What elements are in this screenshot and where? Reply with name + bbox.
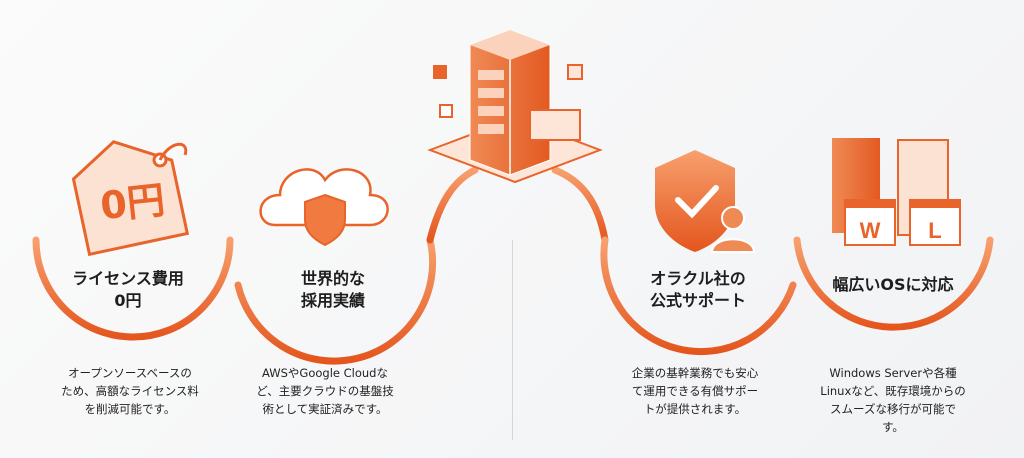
feature-desc-adoption: AWSやGoogle Cloudな ど、主要クラウドの基盤技 術として実証済みで… bbox=[230, 364, 420, 418]
title-line: 公式サポート bbox=[649, 291, 746, 310]
desc-line: Windows Serverや各種 bbox=[829, 366, 957, 380]
feature-desc-os: Windows Serverや各種 Linuxなど、既存環境からの スムーズな移… bbox=[798, 364, 988, 436]
desc-line: Linuxなど、既存環境からの bbox=[820, 384, 966, 398]
price-tag-icon bbox=[71, 140, 190, 257]
central-server-icon bbox=[427, 29, 603, 184]
desc-line: ど、主要クラウドの基盤技 bbox=[256, 384, 394, 398]
desc-line: AWSやGoogle Cloudな bbox=[262, 366, 388, 380]
desc-line: 企業の基幹業務でも安心 bbox=[631, 366, 759, 380]
title-line: ライセンス費用 bbox=[72, 269, 184, 288]
feature-title-os: 幅広いOSに対応 bbox=[803, 274, 983, 296]
arc-3 bbox=[600, 236, 797, 356]
connector-right bbox=[551, 166, 609, 244]
title-line: 世界的な bbox=[300, 269, 365, 288]
title-line: 0円 bbox=[114, 291, 142, 310]
desc-line: す。 bbox=[882, 420, 904, 434]
title-line: 採用実績 bbox=[300, 291, 365, 310]
desc-line: て運用できる有償サポー bbox=[631, 384, 759, 398]
desc-line: オープンソースベースの bbox=[68, 366, 192, 380]
desc-line: を削減可能です。 bbox=[84, 402, 176, 416]
desc-line: ため、高額なライセンス料 bbox=[61, 384, 199, 398]
price-tag-text: 0円 bbox=[98, 177, 167, 229]
feature-desc-support: 企業の基幹業務でも安心 て運用できる有償サポー トが提供されます。 bbox=[600, 364, 790, 418]
feature-title-license: ライセンス費用 0円 bbox=[38, 268, 218, 312]
shield-check-user-icon bbox=[655, 150, 756, 253]
center-divider bbox=[512, 240, 513, 440]
arc-1 bbox=[32, 236, 234, 341]
feature-desc-license: オープンソースベースの ため、高額なライセンス料 を削減可能です。 bbox=[35, 364, 225, 418]
desc-line: 術として実証済みです。 bbox=[262, 402, 388, 416]
title-line: オラクル社の bbox=[650, 269, 746, 288]
feature-title-adoption: 世界的な 採用実績 bbox=[243, 268, 423, 312]
svg-text:L: L bbox=[928, 218, 941, 243]
desc-line: トが提供されます。 bbox=[643, 402, 747, 416]
arc-2 bbox=[234, 236, 437, 365]
title-line: 幅広いOSに対応 bbox=[832, 275, 954, 294]
connector-left bbox=[426, 166, 479, 244]
servers-windows-linux-icon: W L bbox=[832, 138, 961, 246]
svg-text:W: W bbox=[860, 218, 881, 243]
feature-title-support: オラクル社の 公式サポート bbox=[608, 268, 788, 312]
desc-line: スムーズな移行が可能で bbox=[830, 402, 956, 416]
arc-4 bbox=[793, 236, 994, 331]
cloud-shield-icon bbox=[259, 168, 389, 247]
